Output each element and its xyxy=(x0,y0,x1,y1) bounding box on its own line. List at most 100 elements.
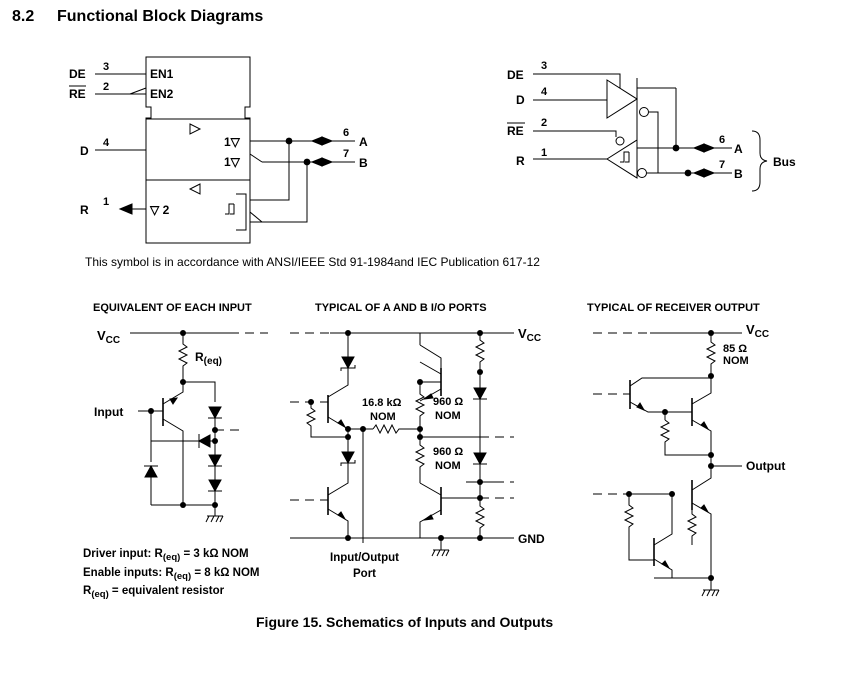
io-q3-collector xyxy=(419,344,442,368)
logic-pin-r-label: R xyxy=(516,154,525,168)
io-q1-base-resistor xyxy=(305,402,348,438)
output-ground-hatch xyxy=(701,589,720,597)
input-ground-node-2 xyxy=(212,502,218,508)
input-vcc-label: VCC xyxy=(97,328,120,346)
input-transistor-arrow xyxy=(169,397,179,405)
output-r1-resistor xyxy=(705,333,717,376)
io-q1-arrow xyxy=(337,419,347,429)
receiver-enable-bubble xyxy=(615,136,625,146)
output-r1-value: 85 Ω xyxy=(723,343,747,355)
diode-2-icon xyxy=(208,454,222,468)
io-r3-value: 960 Ω xyxy=(433,446,463,458)
io-left-wire-4 xyxy=(327,463,349,496)
output-q3-arrow xyxy=(700,504,710,514)
output-q2-emitter xyxy=(691,419,712,466)
io-diode-right-mid-icon xyxy=(473,452,487,466)
logic-de-wire xyxy=(533,73,621,88)
io-q4-emitter-2 xyxy=(419,509,442,538)
receiver-direction-icon xyxy=(188,183,201,195)
input-diode-wire xyxy=(183,381,216,402)
pin-de-number: 3 xyxy=(103,61,109,73)
io-q3-arrow xyxy=(422,393,434,400)
driver-out-2-label: 1▽ xyxy=(224,155,241,169)
pin-r-number: 1 xyxy=(103,196,109,208)
io-vcc-label: VCC xyxy=(518,326,541,344)
output-r5-resistor xyxy=(686,508,698,545)
en1-label: EN1 xyxy=(150,67,174,81)
io-schematic-heading: TYPICAL OF A AND B I/O PORTS xyxy=(315,302,487,314)
io-q3-collector-link xyxy=(419,361,442,375)
io-r2-value: 960 Ω xyxy=(433,396,463,408)
pin-de-label: DE xyxy=(69,67,86,81)
pin-b-number: 7 xyxy=(343,148,349,160)
input-note-enable: Enable inputs: R(eq) = 8 kΩ NOM xyxy=(83,567,260,582)
pin-a-number: 6 xyxy=(343,127,349,139)
logic-pin-d-number: 4 xyxy=(541,86,548,98)
req-label: R(eq) xyxy=(195,350,222,367)
output-q3-emitter xyxy=(691,502,712,578)
io-port-label-1: Input/Output xyxy=(330,552,399,564)
receiver-out-label: ▽ 2 xyxy=(149,203,170,217)
section-heading: 8.2 Functional Block Diagrams xyxy=(12,8,263,25)
wire-b-receiver xyxy=(250,162,308,223)
io-r5-resistor xyxy=(474,498,486,538)
io-diode-right-top-icon xyxy=(473,387,487,401)
input-label: Input xyxy=(94,405,123,419)
section-number: 8.2 xyxy=(12,8,34,25)
logic-pin-a-label: A xyxy=(734,142,743,156)
en2-label: EN2 xyxy=(150,87,174,101)
output-node-3 xyxy=(708,452,714,458)
logic-arrow-b-out xyxy=(703,168,716,178)
logic-arrow-b-in xyxy=(692,168,705,178)
hysteresis-bracket xyxy=(236,193,247,231)
io-r4-resistor xyxy=(474,333,486,372)
output-q1-emitter xyxy=(629,401,666,420)
arrow-b-out xyxy=(321,157,334,167)
schematic-io-ports: TYPICAL OF A AND B I/O PORTS VCC GND xyxy=(290,302,545,580)
output-q4-arrow xyxy=(661,560,671,570)
pin-d-label: D xyxy=(80,144,89,158)
logic-pin-de-number: 3 xyxy=(541,60,547,72)
arrow-a-in xyxy=(310,136,323,146)
bus-brace xyxy=(751,130,768,192)
output-q4-collector xyxy=(653,494,673,546)
pin-r-arrow xyxy=(118,203,133,215)
output-q2-collector xyxy=(691,376,712,405)
pin-re-number: 2 xyxy=(103,81,109,93)
io-r2-resistor xyxy=(414,382,426,429)
active-low-indicator xyxy=(129,87,147,95)
io-q4-collector xyxy=(419,482,442,496)
driver-out-b xyxy=(649,111,659,173)
io-r3-nom: NOM xyxy=(435,460,461,472)
receiver-invert-bubble xyxy=(637,168,647,178)
receiver-block xyxy=(145,179,251,244)
logic-pin-r-number: 1 xyxy=(541,147,547,159)
io-r3-resistor xyxy=(414,429,426,483)
io-diode-mid-icon xyxy=(341,451,355,465)
io-left-wire-2 xyxy=(327,368,349,398)
logic-arrow-a-out xyxy=(703,143,716,153)
input-ground-node xyxy=(180,502,186,508)
driver-buffer-icon xyxy=(606,79,638,119)
driver-out-1-label: 1▽ xyxy=(224,135,241,149)
section-title: Functional Block Diagrams xyxy=(57,8,263,25)
logic-arrow-a-in xyxy=(692,143,705,153)
inverting-indicator xyxy=(249,153,263,163)
output-schematic-heading: TYPICAL OF RECEIVER OUTPUT xyxy=(587,302,760,314)
figure-caption: Figure 15. Schematics of Inputs and Outp… xyxy=(256,614,553,630)
input-transistor-emitter xyxy=(162,418,184,505)
output-q1-arrow xyxy=(636,402,646,412)
receiver-buffer-icon xyxy=(606,139,638,179)
arrow-a-out xyxy=(321,136,334,146)
pin-r-label: R xyxy=(80,203,89,217)
receiver-invert-indicator xyxy=(249,211,263,223)
input-transistor-collector xyxy=(162,382,184,405)
input-ground-hatch xyxy=(205,515,224,523)
wire-a-receiver xyxy=(250,141,290,201)
io-gnd-node-right xyxy=(477,535,483,541)
schematic-input-equivalent: EQUIVALENT OF EACH INPUT VCC R(eq) Input xyxy=(83,302,268,600)
output-q4-emitter xyxy=(653,558,673,578)
io-q4-emitter xyxy=(420,509,441,538)
arrow-b-in xyxy=(310,157,323,167)
